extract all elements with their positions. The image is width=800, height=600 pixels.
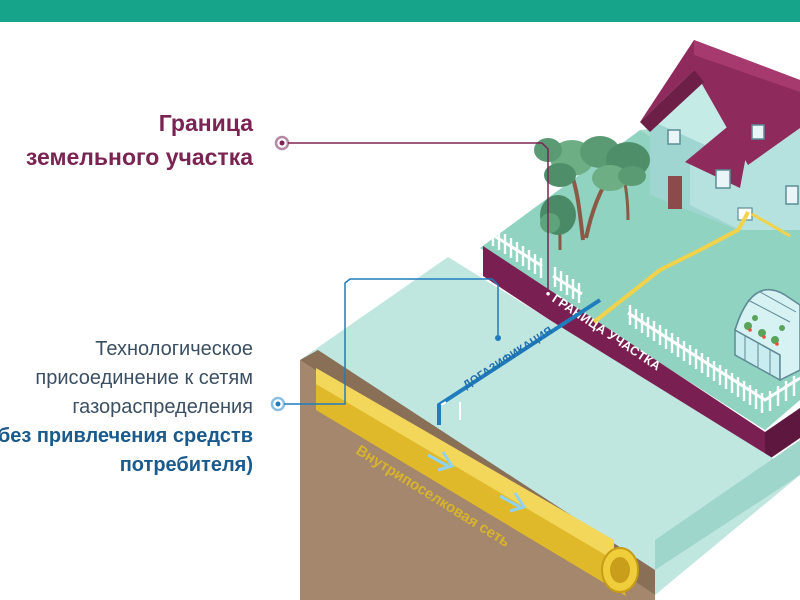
- yard-gas-pipe: [592, 216, 747, 324]
- plot-boundary-edge: [483, 246, 765, 462]
- technical-connection-label: Технологическое присоединение к сетям га…: [0, 335, 253, 480]
- greenhouse: [734, 289, 800, 382]
- callout-boundary: [274, 135, 549, 290]
- boundary-label-line1: Граница: [158, 110, 253, 136]
- tech-label-line5: потребителя): [119, 454, 253, 476]
- tech-label-line1: Технологическое: [95, 338, 253, 360]
- tech-label-line3: газораспределения: [72, 396, 253, 418]
- main-gas-pipe: [316, 368, 639, 596]
- callout-tech: [270, 278, 501, 412]
- tech-label-line2: присоединение к сетям: [35, 367, 253, 389]
- ground-slab-top: [300, 257, 800, 595]
- tech-label-line4: (без привлечения средств: [0, 425, 253, 447]
- flow-arrows: [427, 451, 527, 513]
- boundary-label: Граница земельного участка: [26, 106, 253, 174]
- slab-side: [655, 440, 800, 570]
- trees: [534, 136, 650, 251]
- top-bar: [0, 0, 800, 22]
- service-pipe: [437, 298, 602, 425]
- house: [640, 40, 800, 230]
- house-door: [668, 176, 682, 209]
- boundary-label-line2: земельного участка: [25, 144, 253, 170]
